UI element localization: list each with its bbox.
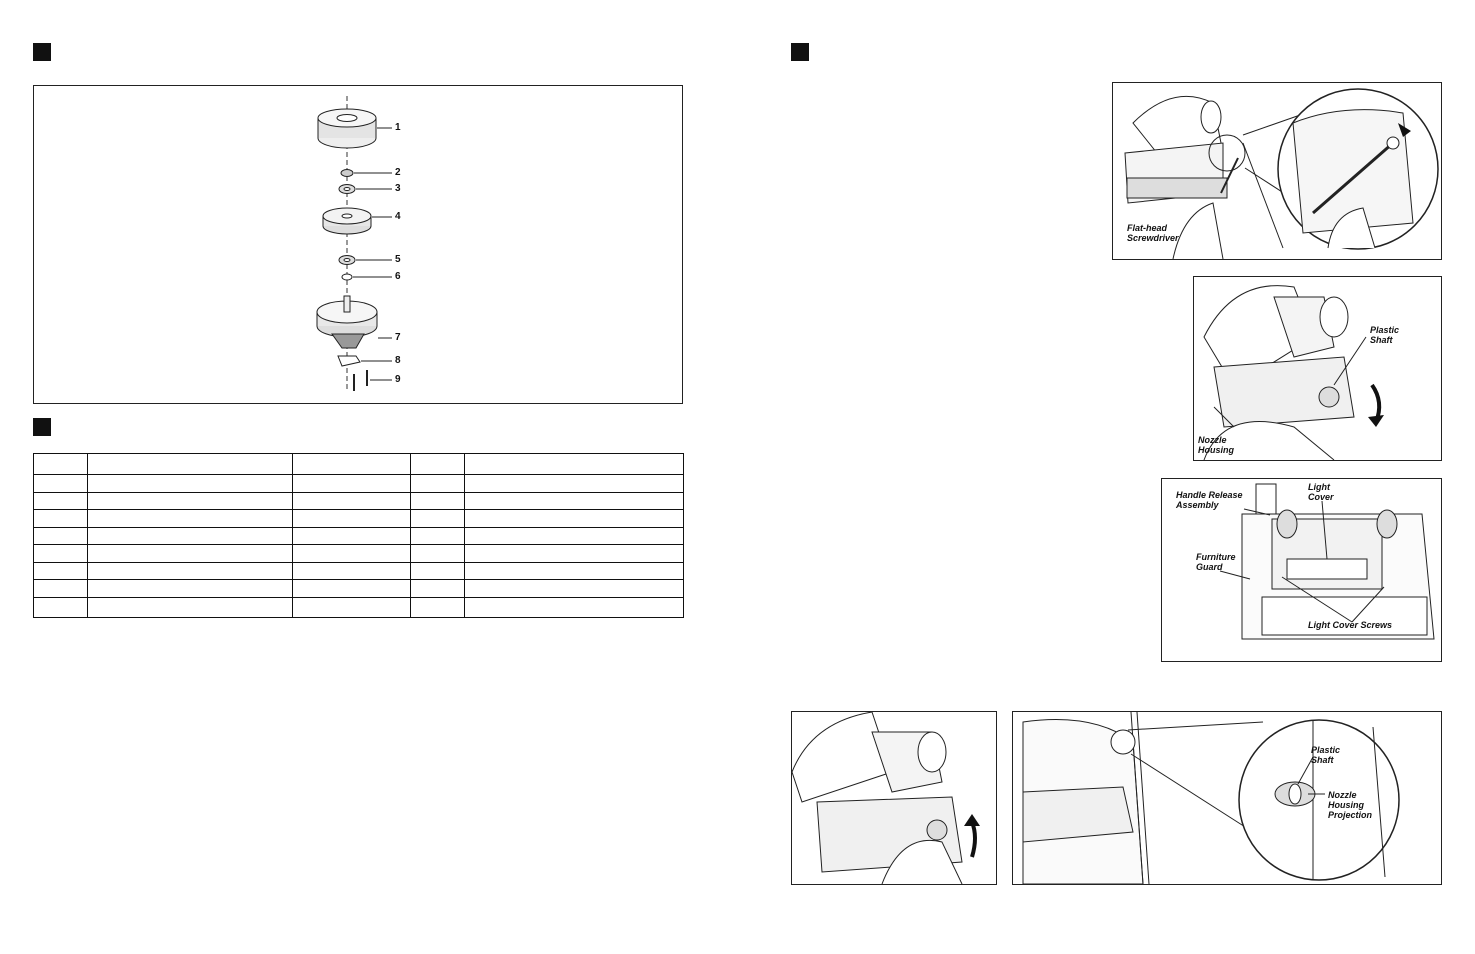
table-row [33,579,684,598]
callout-nozzle-housing-projection: Nozzle Housing Projection [1328,790,1373,820]
part-number-label: 8 [395,355,401,366]
callout-nozzle-housing: Nozzle Housing [1198,435,1234,455]
table-row [33,453,684,475]
callout-furniture-guard: Furniture Guard [1196,552,1236,572]
callout-plastic-shaft: Plastic Shaft [1370,325,1400,345]
figure-underside-view: Handle Release Assembly Light Cover Furn… [1161,478,1442,662]
nozzle-projection-illustration [1022,712,1400,884]
table-row [33,596,684,618]
plastic-shaft-up-illustration [792,712,980,884]
table-row [33,509,684,528]
table-row [33,491,684,510]
callout-handle-release-assembly: Handle Release Assembly [1176,490,1243,510]
part-number-label: 5 [395,254,401,265]
callout-plastic-shaft-detail: Plastic Shaft [1311,745,1341,765]
part-number-label: 6 [395,271,401,282]
part-number-label: 3 [395,183,401,194]
exploded-parts-diagram: 1 2 3 4 5 6 7 8 9 [33,85,683,404]
screwdriver-illustration [1124,88,1439,259]
table-row [33,544,684,563]
part-number-label: 7 [395,332,401,343]
callout-flat-head-screwdriver: Flat-head Screwdriver [1127,223,1179,243]
part-number-label: 4 [395,211,401,222]
callout-light-cover: Light Cover [1308,482,1334,502]
exploded-view-drawing [316,96,392,391]
parts-list-table [33,453,684,618]
section-marker-exploded-view [33,43,51,61]
table-row [33,474,684,493]
table-row [33,526,684,545]
figure-plastic-shaft-rotate-up [791,711,997,885]
figure-screwdriver-removal: Flat-head Screwdriver [1112,82,1442,260]
underside-illustration [1219,483,1435,640]
plastic-shaft-down-illustration [1203,285,1384,460]
figure-plastic-shaft-rotate-down: Plastic Shaft Nozzle Housing [1193,276,1442,461]
part-number-label: 9 [395,374,401,385]
section-marker-instructions [791,43,809,61]
part-number-label: 2 [395,167,401,178]
section-marker-parts-list [33,418,51,436]
part-number-label: 1 [395,122,401,133]
callout-light-cover-screws: Light Cover Screws [1308,620,1393,630]
figure-nozzle-housing-projection: Plastic Shaft Nozzle Housing Projection [1012,711,1442,885]
table-row [33,561,684,580]
